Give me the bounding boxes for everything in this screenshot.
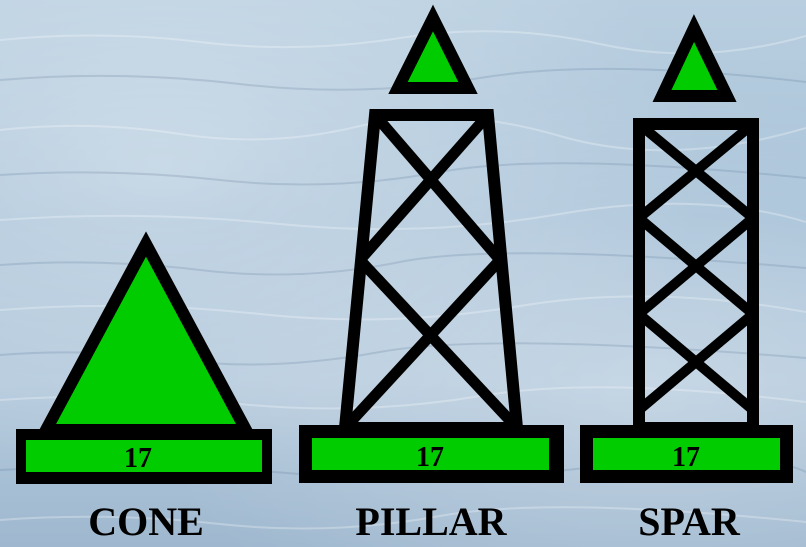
pillar-label: PILLAR (355, 500, 506, 544)
pillar-topmark (398, 18, 468, 88)
pillar-buoy: 17 (299, 18, 564, 483)
pillar-crossbar (375, 115, 500, 260)
cone-number: 17 (124, 443, 152, 474)
spar-label: SPAR (638, 500, 739, 544)
spar-topmark (662, 28, 727, 96)
spar-number: 17 (672, 442, 700, 473)
pillar-number: 17 (416, 442, 444, 473)
pillar-crossbar (360, 115, 488, 260)
cone-label: CONE (88, 500, 204, 544)
